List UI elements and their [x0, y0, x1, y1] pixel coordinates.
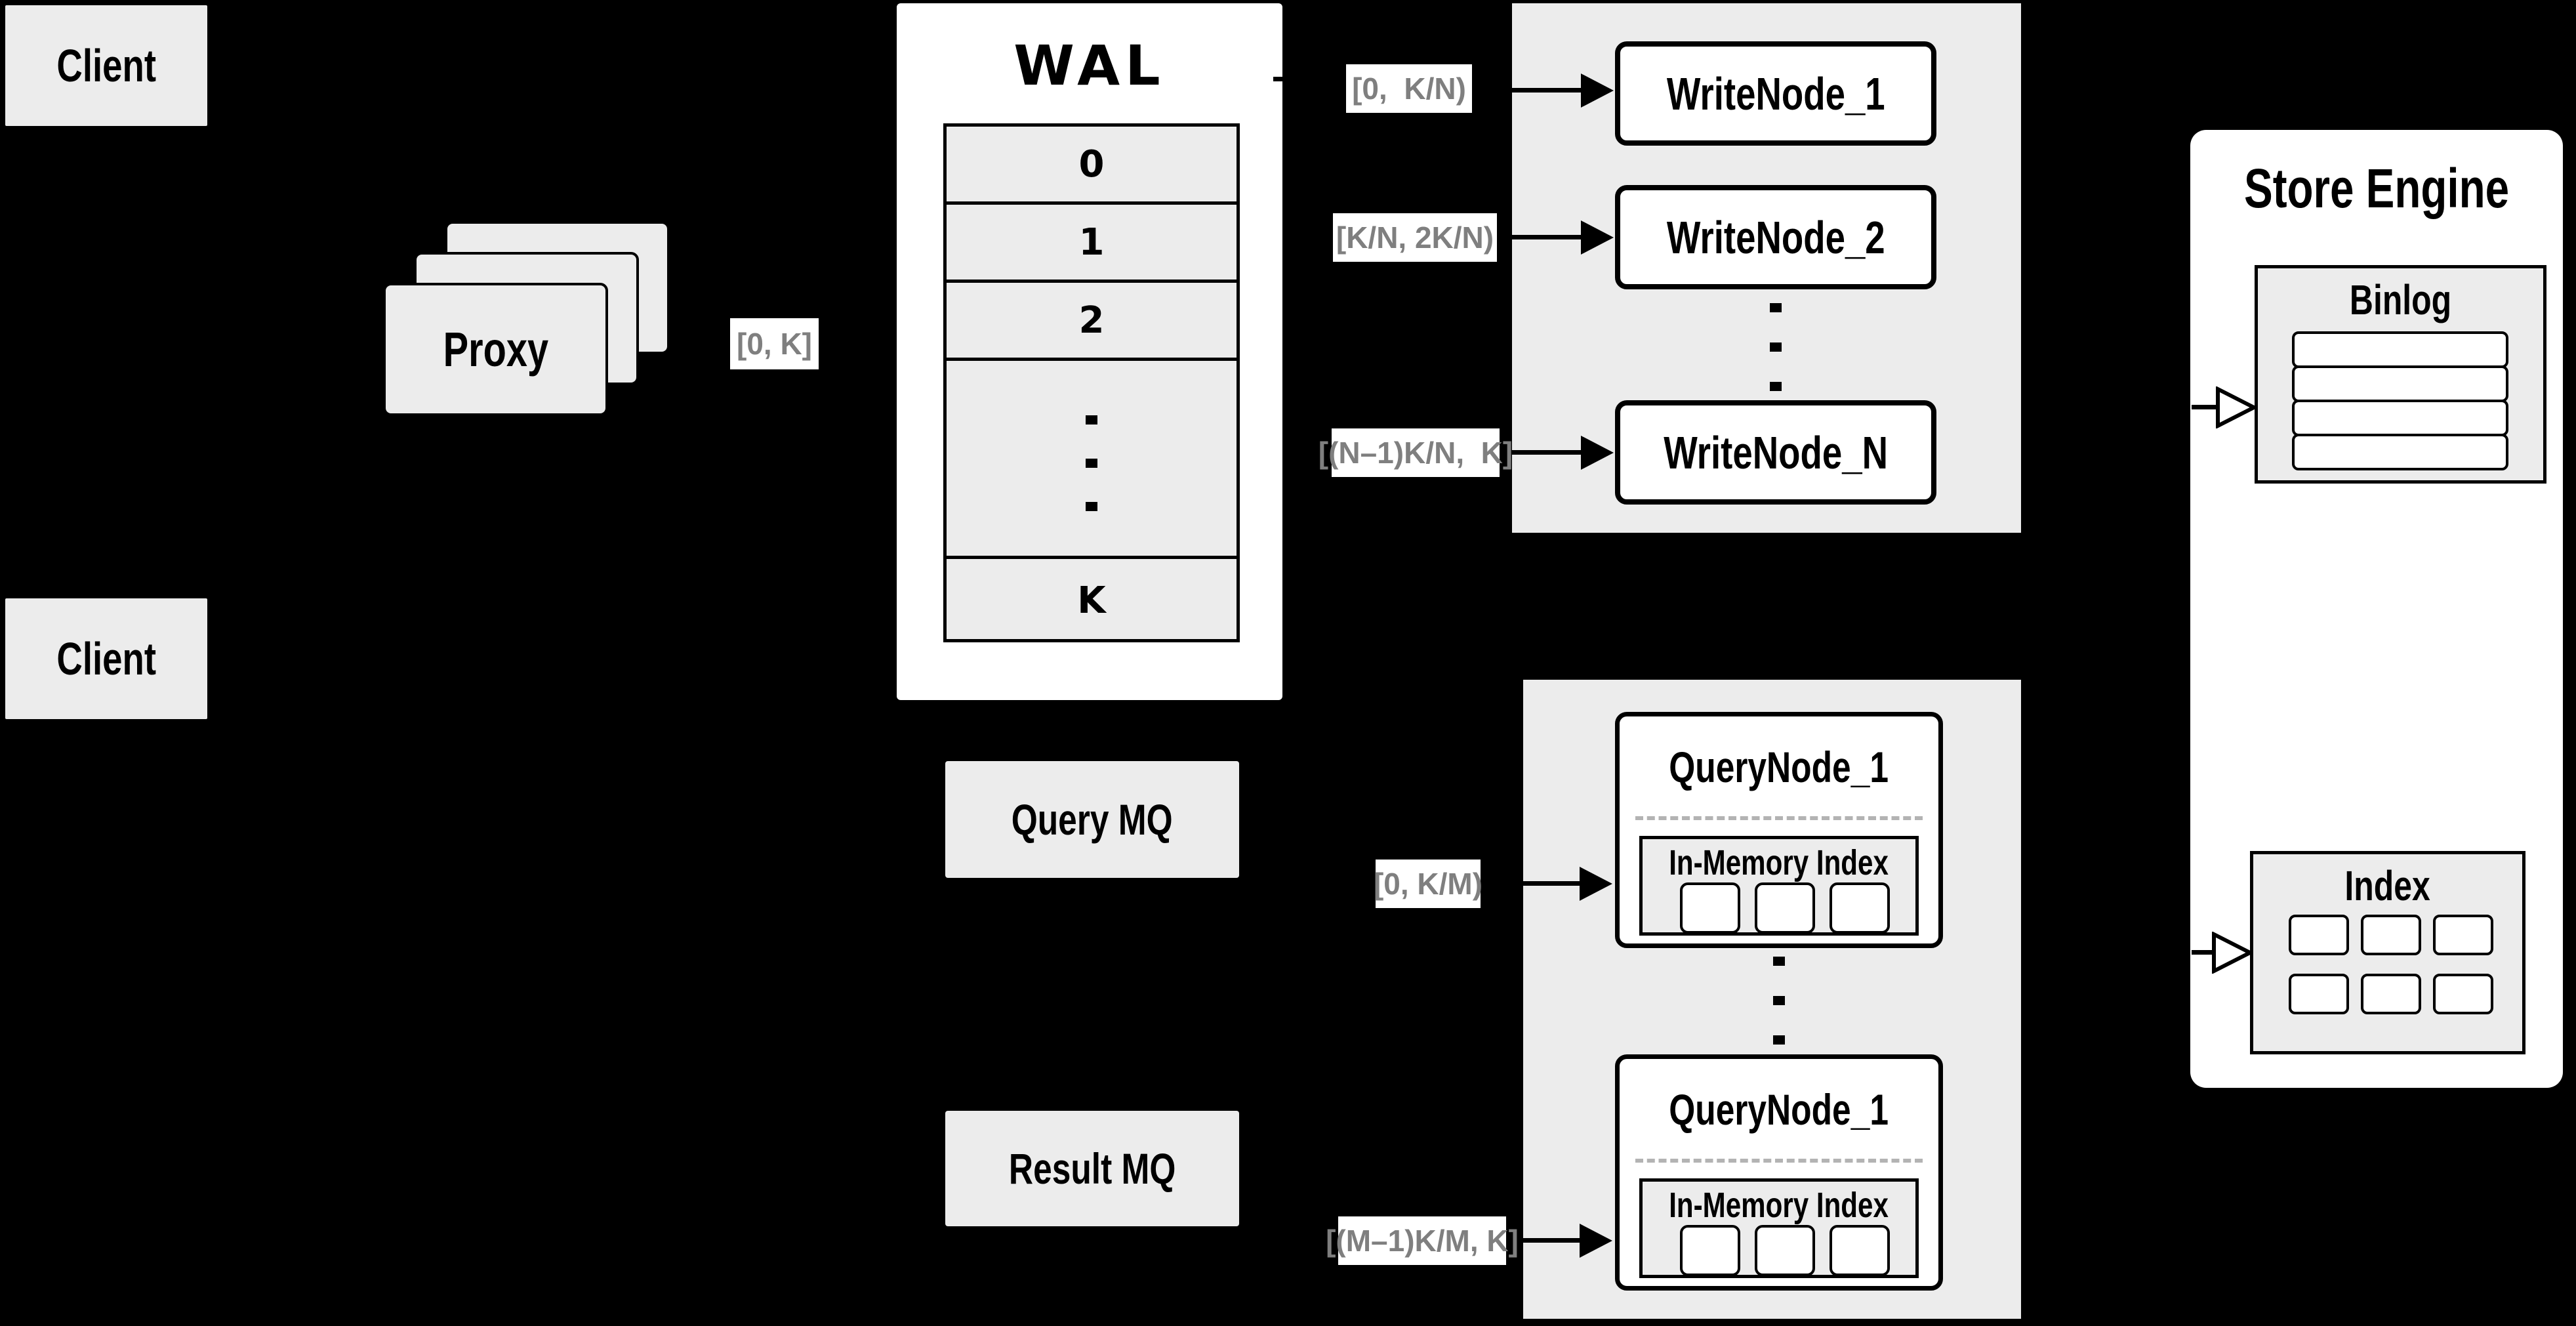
client-bottom-label: Client [56, 633, 156, 684]
segment-cell [1830, 882, 1890, 934]
arrow-head-index [2212, 932, 2253, 974]
index-cell [2433, 974, 2493, 1014]
query-node-2-title-wrap: QueryNode_1 [1620, 1073, 1938, 1146]
binlog-row [2292, 434, 2508, 470]
in-memory-index-2-title: In-Memory Index [1669, 1186, 1889, 1225]
query-node-2-title: QueryNode_1 [1669, 1085, 1889, 1134]
write-ellipsis-dot [1770, 342, 1782, 352]
store-engine-title-wrap: Store Engine [2190, 152, 2563, 224]
index-box: Index [2250, 851, 2525, 1054]
proxy-box-front: Proxy [383, 283, 608, 416]
binlog-row [2292, 331, 2508, 368]
wal-table: 0 1 2 K [943, 123, 1240, 642]
in-memory-index-1-title-wrap: In-Memory Index [1643, 842, 1915, 884]
wal-row-2: 2 [947, 283, 1237, 361]
binlog-row [2292, 400, 2508, 436]
write-node-1-label: WriteNode_1 [1666, 68, 1885, 119]
arrow-line-writenode-n [1476, 450, 1581, 455]
wal-row-k: K [1077, 579, 1106, 622]
arrow-line-querynode-2 [1506, 1238, 1581, 1243]
index-title: Index [2344, 862, 2431, 909]
query-node-1-title-wrap: QueryNode_1 [1620, 731, 1938, 803]
write-node-2: WriteNode_2 [1615, 185, 1936, 289]
arrow-line-writenode-1 [1476, 88, 1581, 93]
query-ellipsis-dot [1773, 957, 1785, 966]
client-top-label: Client [56, 40, 156, 91]
store-engine-title: Store Engine [2243, 157, 2510, 219]
proxy-label: Proxy [443, 322, 548, 377]
query-mq-box: Query MQ [945, 761, 1239, 878]
binlog-box: Binlog [2255, 265, 2546, 484]
write-ellipsis-dot [1770, 303, 1782, 312]
wal-ellipsis-dot [1086, 415, 1097, 425]
write-node-n-label: WriteNode_N [1664, 426, 1888, 478]
in-memory-index-2-title-wrap: In-Memory Index [1643, 1184, 1915, 1226]
query-node-1-title: QueryNode_1 [1669, 743, 1889, 791]
wal-title-wrap: WAL [897, 30, 1282, 102]
range-label-query-2: [(M–1)K/M, K] [1326, 1216, 1519, 1265]
arrow-head-querynode-1 [1580, 867, 1612, 901]
arrow-head-querynode-2 [1580, 1224, 1612, 1258]
arrow-line-querynode-1 [1484, 881, 1581, 886]
index-cell [2361, 974, 2421, 1014]
in-memory-index-box-2: In-Memory Index [1639, 1178, 1919, 1278]
range-label-query-1: [0, K/M) [1374, 860, 1482, 908]
write-node-n: WriteNode_N [1615, 400, 1936, 505]
store-engine-box: Store Engine Binlog Index [2190, 130, 2563, 1088]
client-box-bottom: Client [5, 598, 207, 719]
wal-row-1: 1 [947, 205, 1237, 283]
result-mq-label: Result MQ [1008, 1144, 1176, 1193]
segment-cell [1755, 1225, 1815, 1276]
wal-ellipsis-dot [1086, 459, 1097, 468]
segment-cell [1680, 1225, 1740, 1276]
query-ellipsis-dot [1773, 996, 1785, 1005]
binlog-title: Binlog [2349, 276, 2452, 323]
query-node-2: QueryNode_1 In-Memory Index [1615, 1054, 1943, 1291]
index-cell [2361, 915, 2421, 955]
index-cell [2433, 915, 2493, 955]
write-ellipsis-dot [1770, 382, 1782, 391]
segment-cell [1680, 882, 1740, 934]
query-node-1: QueryNode_1 In-Memory Index [1615, 712, 1943, 948]
range-label-write-n: [(N–1)K/N, K] [1319, 428, 1513, 477]
index-title-wrap: Index [2253, 860, 2522, 912]
arrow-line-index [2192, 950, 2217, 955]
index-cell [2289, 915, 2349, 955]
binlog-title-wrap: Binlog [2258, 274, 2543, 326]
query-ellipsis-dot [1773, 1035, 1785, 1045]
arrow-line-binlog [2192, 405, 2219, 409]
arrow-head-writenode-2 [1581, 220, 1614, 255]
query-mq-label: Query MQ [1011, 795, 1174, 844]
segment-cell [1755, 882, 1815, 934]
arrow-head-writenode-1 [1581, 73, 1614, 108]
arrow-head-binlog [2216, 386, 2257, 428]
in-memory-index-1-title: In-Memory Index [1669, 843, 1889, 882]
query-node-2-separator [1635, 1159, 1923, 1163]
wal-box: WAL 0 1 2 K [897, 3, 1282, 700]
range-label-write-2: [K/N, 2K/N) [1333, 213, 1497, 262]
in-memory-index-box-1: In-Memory Index [1639, 836, 1919, 936]
write-node-1: WriteNode_1 [1615, 41, 1936, 146]
index-cell [2289, 974, 2349, 1014]
range-label-0-K: [0, K] [730, 318, 819, 369]
result-mq-box: Result MQ [945, 1111, 1239, 1226]
arrow-line-writenode-2 [1476, 235, 1581, 239]
binlog-row [2292, 365, 2508, 402]
range-label-write-1: [0, K/N) [1346, 64, 1472, 113]
wal-row-ellipsis [947, 361, 1237, 559]
write-node-2-label: WriteNode_2 [1666, 211, 1885, 263]
query-node-1-separator [1635, 816, 1923, 820]
segment-cell [1830, 1225, 1890, 1276]
wal-row-0: 0 [947, 127, 1237, 205]
client-box-top: Client [5, 5, 207, 126]
wal-ellipsis-dot [1086, 502, 1097, 511]
wal-arrow-tail-dash [1273, 77, 1282, 81]
wal-title: WAL [1013, 33, 1166, 98]
arrow-head-writenode-n [1581, 436, 1614, 470]
